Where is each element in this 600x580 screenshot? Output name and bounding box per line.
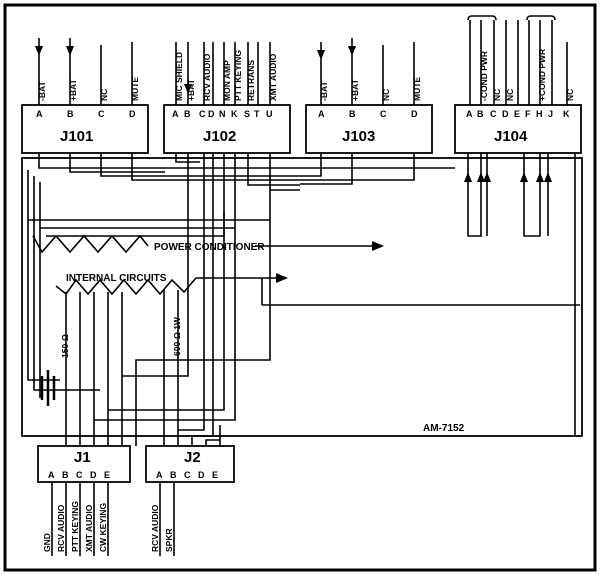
j104-signal-neg-cond-pwr: -COND PWR xyxy=(479,51,489,101)
j103-pin-a: A xyxy=(318,109,325,119)
j101-pin-b: B xyxy=(67,109,74,119)
internal-circuits: INTERNAL CIRCUITS xyxy=(55,273,580,306)
resistor-150-label: 150-Ω xyxy=(60,334,70,358)
j104-signal-pos-cond-pwr: +COND PWR xyxy=(537,49,547,101)
j102-signal-ptt-keying: PTT KEYING xyxy=(233,50,243,101)
j104-pin-e: E xyxy=(514,109,520,119)
j102-signal-rcv-audio: RCV AUDIO xyxy=(202,53,212,101)
j102-signal-mon-amp: MON AMP xyxy=(222,60,232,101)
j103-pin-b: B xyxy=(349,109,356,119)
j104-pin-b: B xyxy=(477,109,484,119)
j101-label: J101 xyxy=(60,128,93,145)
outer-border xyxy=(3,3,597,572)
j103-signal-b: +BAT xyxy=(350,78,360,101)
j104-pin-f: F xyxy=(525,109,531,119)
j1-pin-c: C xyxy=(76,470,83,480)
j103-pin-d: D xyxy=(411,109,418,119)
j1-signal-rcv-audio: RCV AUDIO xyxy=(56,504,66,552)
j2-label: J2 xyxy=(184,449,201,466)
j102-pin-u: U xyxy=(266,109,273,119)
j102-signal-mic-shield: MIC SHIELD xyxy=(174,52,184,101)
j2-pin-e: E xyxy=(212,470,218,480)
j102-signal-xmt-audio: XMT AUDIO xyxy=(268,53,278,101)
j104-signal-nc-1: NC xyxy=(492,89,502,101)
j102-pin-s: S xyxy=(244,109,250,119)
j102-pin-c: C xyxy=(199,109,206,119)
chassis-outline xyxy=(21,157,583,437)
j102-pin-d: D xyxy=(208,109,215,119)
j102-signal-bat: +BAT xyxy=(186,78,196,101)
j103-signal-d: MUTE xyxy=(412,77,422,101)
j104-label: J104 xyxy=(494,128,528,145)
j1-signal-xmt-audio: XMT AUDIO xyxy=(84,504,94,552)
connector-j1: J1 A B C D E GND RCV AUDIO PTT KEYING XM… xyxy=(37,445,131,556)
j103-label: J103 xyxy=(342,128,375,145)
j101-pin-c: C xyxy=(98,109,105,119)
power-conditioner: POWER CONDITIONER xyxy=(32,234,384,254)
internal-wiring xyxy=(27,153,576,446)
connector-j101: -BAT +BAT NC MUTE A B C D J101 xyxy=(21,38,149,154)
j1-signal-gnd: GND xyxy=(42,533,52,552)
j104-power-loops xyxy=(464,153,552,237)
j101-signal-c: NC xyxy=(99,89,109,101)
connector-j103: -BAT +BAT NC MUTE A B C D J103 xyxy=(305,38,433,154)
j102-pin-k: K xyxy=(231,109,238,119)
j2-pin-a: A xyxy=(156,470,163,480)
power-conditioner-label: POWER CONDITIONER xyxy=(154,242,265,253)
j102-label: J102 xyxy=(203,128,236,145)
j103-pin-c: C xyxy=(380,109,387,119)
j104-signal-nc-3: NC xyxy=(565,89,575,101)
j101-signal-b: +BAT xyxy=(68,78,78,101)
j101-signal-d: MUTE xyxy=(130,77,140,101)
j2-signal-rcv-audio: RCV AUDIO xyxy=(150,504,160,552)
connector-j102: MIC SHIELD +BAT RCV AUDIO MON AMP PTT KE… xyxy=(163,42,291,154)
j104-pin-a: A xyxy=(466,109,473,119)
connector-j2: J2 A B C D E RCV AUDIO SPKR xyxy=(145,445,235,556)
j1-pin-d: D xyxy=(90,470,97,480)
j102-signal-retrans: RETRANS xyxy=(246,60,256,101)
j103-signal-c: NC xyxy=(381,89,391,101)
j102-pin-n: N xyxy=(219,109,226,119)
j104-signal-nc-2: NC xyxy=(505,89,515,101)
j101-pin-a: A xyxy=(36,109,43,119)
j1-pin-b: B xyxy=(62,470,69,480)
j102-pin-b: B xyxy=(184,109,191,119)
figure-id: AM-7152 xyxy=(423,423,465,434)
j1-signal-cw-keying: CW KEYING xyxy=(98,503,108,553)
j101-signal-a: -BAT xyxy=(37,81,47,101)
j104-pin-h: H xyxy=(536,109,543,119)
resistor-600-label: 600-Ω 1W xyxy=(172,316,182,356)
j1-pin-e: E xyxy=(104,470,110,480)
j2-pin-c: C xyxy=(184,470,191,480)
j102-pin-t: T xyxy=(254,109,260,119)
j2-pin-b: B xyxy=(170,470,177,480)
j103-signal-a: -BAT xyxy=(319,81,329,101)
j2-signal-spkr: SPKR xyxy=(164,528,174,552)
j1-pin-a: A xyxy=(48,470,55,480)
j101-pin-d: D xyxy=(129,109,136,119)
internal-circuits-label: INTERNAL CIRCUITS xyxy=(66,273,167,284)
j104-pin-j: J xyxy=(548,109,553,119)
connector-j104: -COND PWR NC NC +COND PWR NC A B C D E F… xyxy=(454,15,582,154)
j104-pin-d: D xyxy=(502,109,509,119)
j104-pin-c: C xyxy=(490,109,497,119)
j104-pin-k: K xyxy=(563,109,570,119)
j1-label: J1 xyxy=(74,449,91,466)
j102-pin-a: A xyxy=(172,109,179,119)
j1-signal-ptt-keying: PTT KEYING xyxy=(70,501,80,552)
j2-pin-d: D xyxy=(198,470,205,480)
